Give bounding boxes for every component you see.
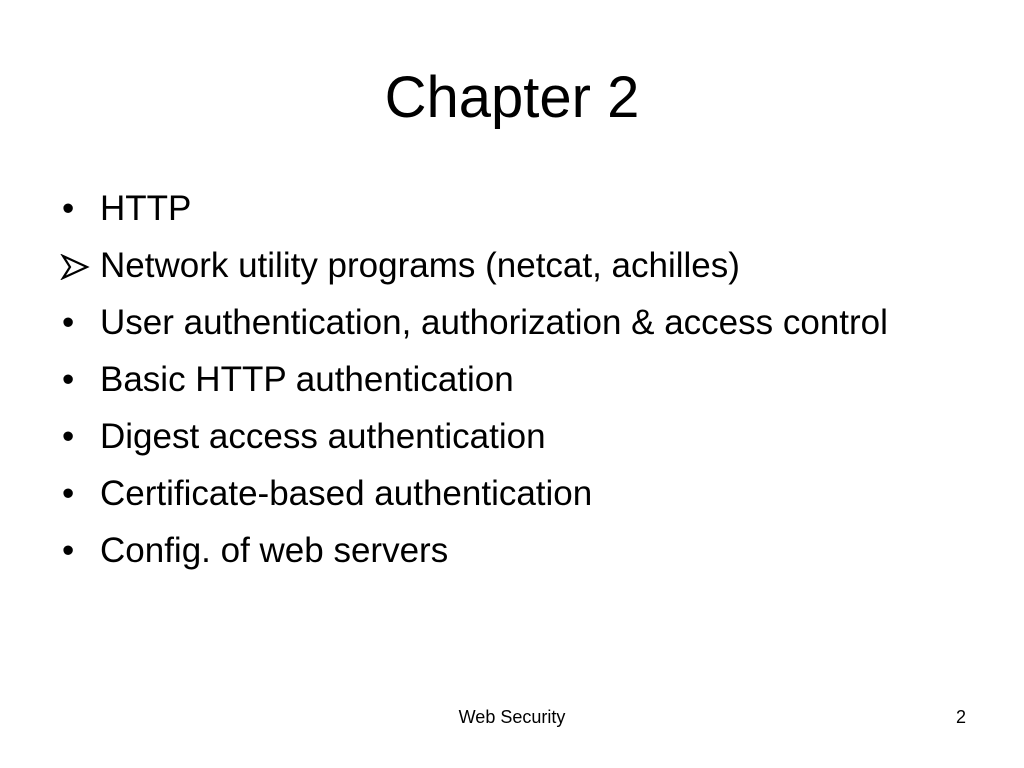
bullet-item: Network utility programs (netcat, achill… bbox=[58, 243, 918, 289]
footer-title: Web Security bbox=[458, 707, 566, 727]
bullet-list: • HTTP Network utility programs (netcat,… bbox=[58, 186, 918, 585]
bullet-text: Digest access authentication bbox=[100, 417, 546, 456]
bullet-dot-icon: • bbox=[62, 189, 75, 228]
bullet-dot-icon: • bbox=[62, 531, 75, 570]
bullet-dot-icon: • bbox=[62, 360, 75, 399]
bullet-dot-icon: • bbox=[62, 474, 75, 513]
arrowhead-bullet-icon bbox=[60, 245, 96, 280]
bullet-text: Certificate-based authentication bbox=[100, 474, 593, 513]
bullet-item: • HTTP bbox=[58, 186, 918, 232]
bullet-text: Config. of web servers bbox=[100, 531, 449, 570]
bullet-text: Basic HTTP authentication bbox=[100, 360, 514, 399]
bullet-item: • Config. of web servers bbox=[58, 528, 918, 574]
bullet-item: • Certificate-based authentication bbox=[58, 471, 918, 517]
slide-title: Chapter 2 bbox=[384, 65, 640, 130]
bullet-dot-icon: • bbox=[62, 303, 75, 342]
bullet-text: Network utility programs (netcat, achill… bbox=[100, 246, 740, 285]
page-number: 2 bbox=[955, 707, 966, 727]
bullet-item: • Basic HTTP authentication bbox=[58, 357, 918, 403]
bullet-text: User authentication, authorization & acc… bbox=[100, 303, 888, 342]
bullet-item: • User authentication, authorization & a… bbox=[58, 300, 918, 346]
bullet-text: HTTP bbox=[100, 189, 192, 228]
bullet-dot-icon: • bbox=[62, 417, 75, 456]
bullet-item: • Digest access authentication bbox=[58, 414, 918, 460]
